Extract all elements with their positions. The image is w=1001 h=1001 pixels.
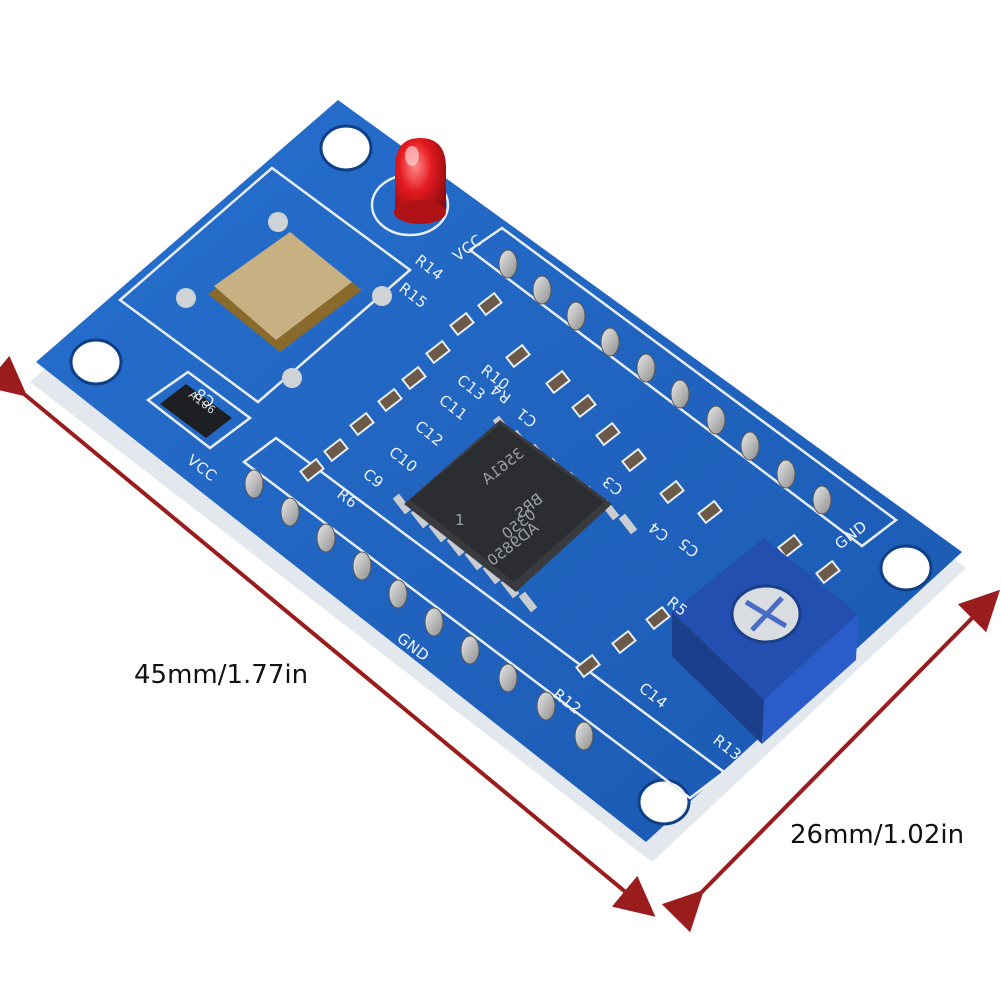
red-led <box>394 138 446 224</box>
width-dimension-label: 26mm/1.02in <box>790 820 965 850</box>
width-dimension-arrow <box>661 589 1001 933</box>
chip-pin1-mark: 1 <box>455 511 465 529</box>
length-dimension-label: 45mm/1.77in <box>134 660 309 690</box>
length-dimension-arrow <box>0 355 656 917</box>
